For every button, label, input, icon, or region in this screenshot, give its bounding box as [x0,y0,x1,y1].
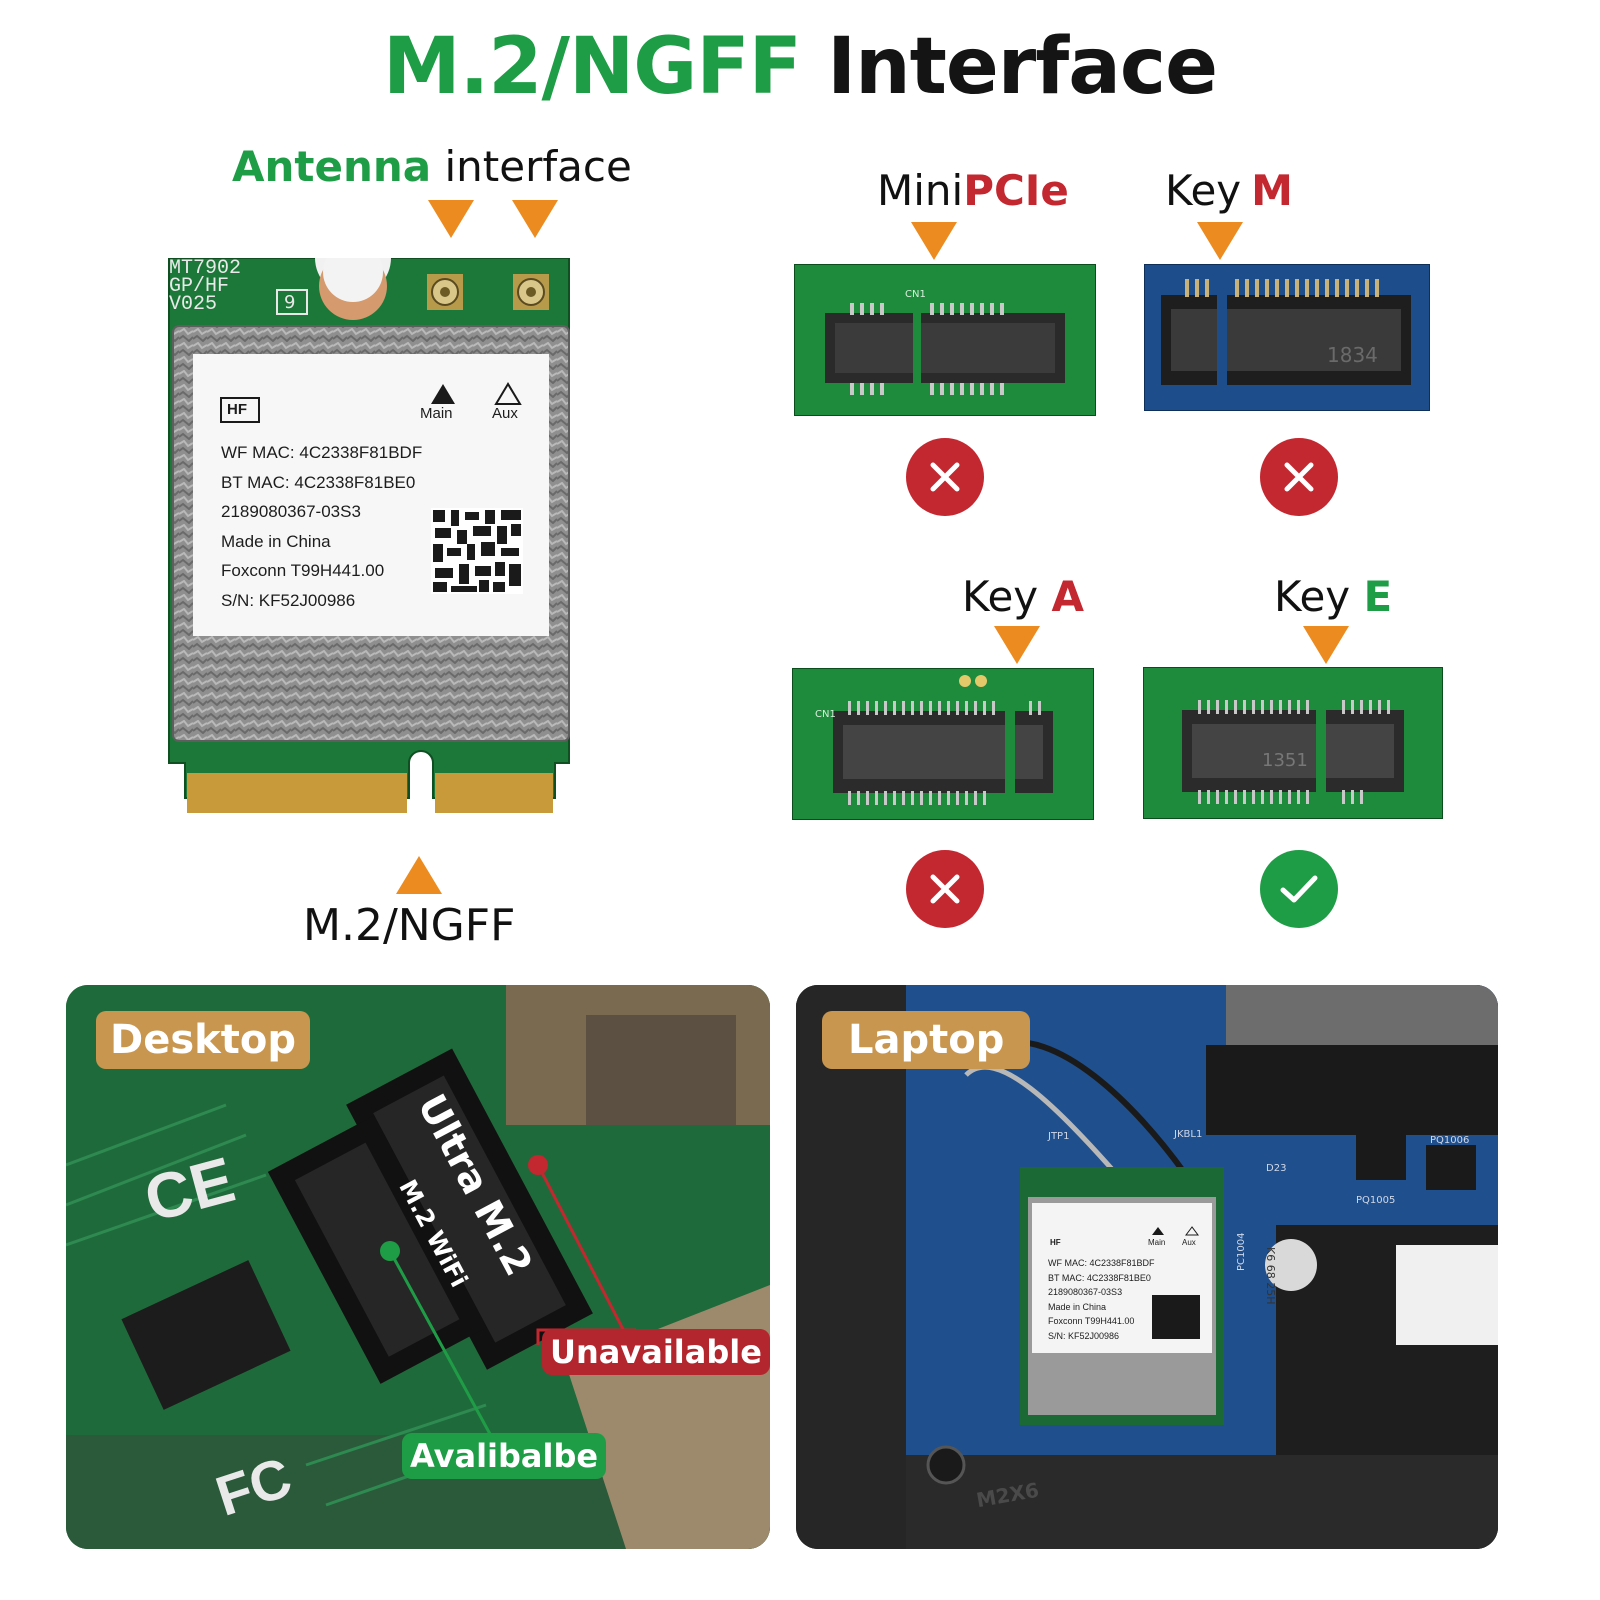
laptop-photo: HF Main Aux WF MAC: 4C2338F81BDF BT MAC:… [796,985,1498,1549]
slot-label-key-a: Key A [962,572,1084,621]
capacitor-marking-part: 68 [1264,1264,1277,1279]
laptop-card-line: 2189080367-03S3 [1048,1287,1123,1297]
slot-arrow-icon [994,626,1040,664]
aux-label: Aux [492,405,518,422]
slot-label-plain: Key [962,572,1039,621]
title-rest: Interface [827,22,1218,112]
incompatible-x-icon [906,850,984,928]
slot-image-key-m: 1834 [1144,264,1430,411]
slot-label-accent: A [1051,572,1085,621]
hf-mark: HF [227,401,247,418]
laptop-card-info: WF MAC: 4C2338F81BDF BT MAC: 4C2338F81BE… [1048,1256,1155,1343]
m2-label: M.2/NGFF [303,900,516,951]
slot-label-plain: Key [1274,572,1351,621]
pcb-label: PQ1006 [1430,1135,1470,1146]
slot-arrow-icon [1303,626,1349,664]
laptop-card-aux: Aux [1182,1238,1196,1247]
slot-label-plain: Mini [877,166,964,215]
capacitor-marking-part: 25H [1264,1282,1277,1305]
capacitor-marking: K6 68 25H [1264,1247,1277,1305]
desktop-photo: CE FC Ultra M.2 M.2 WiFi Desktop Unavail… [66,985,770,1549]
title-accent: M.2/NGFF [383,22,802,112]
card-info-line: Foxconn T99H441.00 [221,561,385,580]
desktop-tag: Desktop [96,1011,310,1069]
main-label: Main [420,405,453,422]
m2-arrow-icon [396,856,442,894]
antenna-label-bold: Antenna [232,142,432,191]
card-info-line: WF MAC: 4C2338F81BDF [221,443,423,462]
slot-image-key-a: CN1 [792,668,1094,820]
slot-label-accent: E [1363,572,1393,621]
antenna-aux-arrow-icon [512,200,558,238]
slot-marking: CN1 [815,709,836,720]
card-info-line: BT MAC: 4C2338F81BE0 [221,472,416,492]
incompatible-x-icon [906,438,984,516]
slot-label-accent: M [1251,166,1293,215]
unavailable-tag: Unavailable [542,1329,770,1375]
chip-marking: MT7902 GP/HF V025 [169,257,242,316]
slot-marking: 1834 [1327,343,1378,367]
slot-marking: CN1 [905,289,926,300]
card-info-line: Made in China [221,531,331,551]
antenna-main-arrow-icon [428,200,474,238]
card-info-line: 2189080367-03S3 [221,502,361,521]
pcb-label: PC1004 [1236,1232,1247,1271]
available-tag: Avalibalbe [402,1433,607,1479]
antenna-label-rest: interface [444,142,632,191]
pcb-label: D23 [1266,1163,1287,1174]
chip-marking-line: GP/HF [169,275,230,298]
incompatible-x-icon [1260,438,1338,516]
slot-marking: 1351 [1262,750,1308,771]
laptop-card-line: WF MAC: 4C2338F81BDF [1048,1258,1155,1268]
laptop-board-graphic [796,985,1498,1549]
slot-arrow-icon [911,222,957,260]
laptop-card-line: BT MAC: 4C2338F81BE0 [1048,1272,1151,1283]
laptop-card-line: Made in China [1048,1301,1107,1312]
slot-label-minipcie: MiniPCIe [877,166,1069,215]
laptop-tag: Laptop [822,1011,1031,1069]
pcb-label: JTP1 [1048,1131,1070,1142]
slot-image-key-e: 1351 [1143,667,1443,819]
slot-label-accent: PCIe [963,166,1069,215]
pcb-label: JKBL1 [1174,1129,1203,1140]
wifi-card: MT7902 GP/HF V025 9 HF Main Aux WF MAC: … [165,242,573,813]
laptop-card-main: Main [1148,1238,1166,1247]
slot-label-plain: Key [1165,166,1242,215]
card-info-line: S/N: KF52J00986 [221,590,356,610]
card-info-text: WF MAC: 4C2338F81BDF BT MAC: 4C2338F81BE… [221,438,422,615]
chip-marking-line: MT7902 [169,257,242,280]
page-title: M.2/NGFF Interface [0,22,1600,112]
chip-marking-line: V025 [169,293,218,316]
slot-image-minipcie: CN1 [794,264,1096,416]
slot-label-key-e: Key E [1274,572,1392,621]
pcb-label: PQ1005 [1356,1195,1396,1206]
slot-arrow-icon [1197,222,1243,260]
laptop-card-line: Foxconn T99H441.00 [1048,1316,1135,1326]
capacitor-marking-part: K6 [1264,1247,1277,1262]
compatible-check-icon [1260,850,1338,928]
antenna-label: Antenna interface [232,142,632,191]
laptop-card-hf: HF [1050,1238,1061,1247]
laptop-card-line: S/N: KF52J00986 [1048,1330,1120,1341]
chip-box-number: 9 [284,292,296,313]
